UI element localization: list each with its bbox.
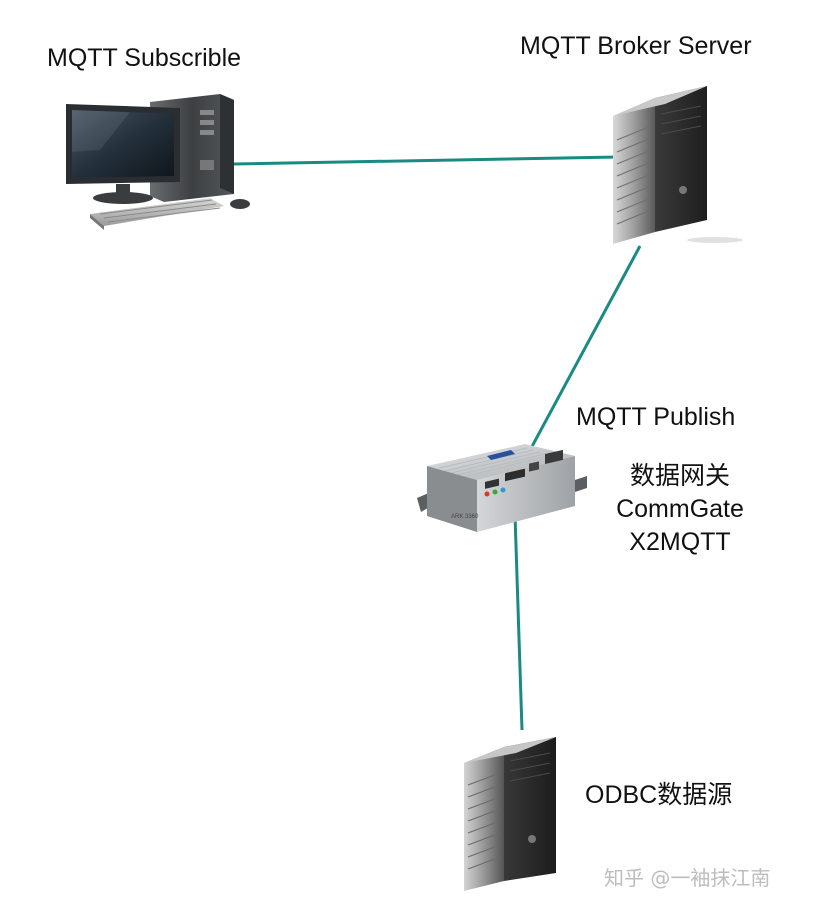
link-gateway-source [513,514,524,731]
gateway-description: 数据网关 CommGate X2MQTT [600,460,760,559]
tower-server-icon [613,86,743,244]
device-badge: ARK 3360 [451,514,479,520]
gateway-desc-line: CommGate [616,495,744,523]
desktop-computer-icon [66,94,250,230]
link-broker-gateway [513,245,642,479]
publisher-label: MQTT Publish [576,403,736,431]
gateway-box-icon: ARK 3360 [417,444,587,532]
tower-server-icon [464,737,556,891]
gateway-desc-line: X2MQTT [629,528,731,556]
subscriber-label: MQTT Subscrible [47,44,242,72]
gateway-desc-line: 数据网关 [629,462,730,490]
broker-label: MQTT Broker Server [520,32,752,60]
source-label: ODBC数据源 [585,781,733,809]
watermark: 知乎 @一袖抹江南 [604,866,771,890]
link-subscriber-broker [233,155,619,166]
